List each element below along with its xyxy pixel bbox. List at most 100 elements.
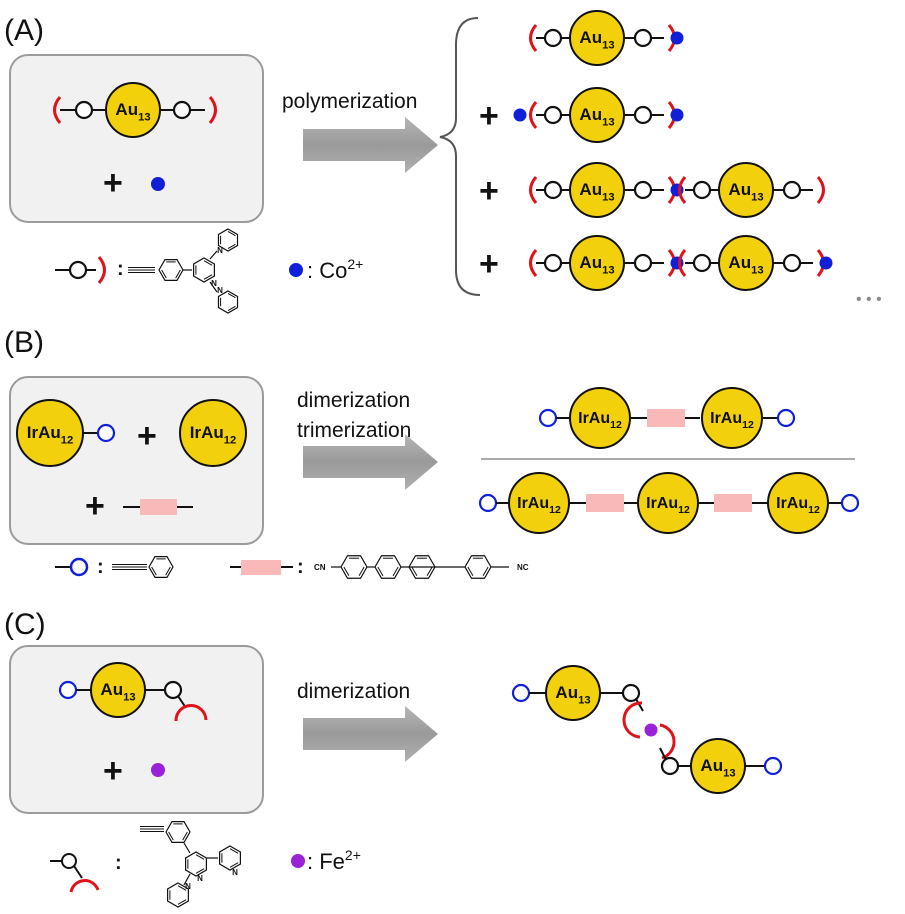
double-bond [377,566,384,577]
phenylacetylide-node [511,683,531,703]
process-label-trimerization: trimerization [297,419,411,442]
terpyridine-structure: NNN [128,228,239,314]
cluster-formula: IrAu12 [578,410,622,431]
reactant-box-a [9,54,264,223]
cobalt-legend-label: : Co2+ [307,256,363,283]
double-bond [227,305,236,312]
double-bond [177,899,187,905]
aromatic-ring [217,290,239,314]
iron-legend-label: : Fe2+ [307,847,361,874]
cluster-formula: IrAu12 [710,410,754,431]
cluster-formula: Au13 [100,680,135,703]
double-bond [203,274,213,280]
bond [635,698,644,712]
ring-node [172,100,192,120]
ring-node [692,253,712,273]
ring-node [543,105,563,125]
linker-bar [586,494,624,512]
bond [209,250,218,260]
phenylacetylide-node [840,493,860,513]
linker-legend-symbol [230,560,293,575]
phenylacetylide-node [478,493,498,513]
cluster-formula: Au13 [555,683,590,706]
double-bond [175,269,181,279]
phenylacetylide-symbol [55,557,89,577]
panel-b-label: (B) [4,326,44,359]
double-bond [195,854,205,860]
ring-node [163,680,183,700]
nitrogen-label: N [211,279,217,288]
phenylacetylide-node [776,408,796,428]
reaction-arrow [303,117,438,173]
ligand-legend-colon: : [117,258,124,280]
ring-node [633,180,653,200]
cobalt-ion [151,177,165,191]
terpyridine-arc-left [678,176,687,204]
terphenyl-diisocyanide-structure [331,555,509,579]
au13-mixed-ligand-reactant: Au13 [58,662,208,722]
iron-ion [151,763,165,777]
bond [209,281,218,293]
double-bond [227,292,236,299]
double-bond [358,566,365,577]
aromatic-ring [464,555,492,579]
nitrogen-label: N [217,286,223,295]
aromatic-ring [340,555,368,579]
phenylacetylide-node [538,408,558,428]
aromatic-ring [167,882,189,908]
aromatic-ring [374,555,402,579]
double-bond [426,566,433,577]
phenylacetylide-node [763,756,783,776]
cluster-formula: IrAu12 [517,495,561,516]
double-bond [227,243,236,250]
double-bond [151,566,157,576]
plus-sign: + [479,172,499,210]
nitrogen-label: N [232,868,238,877]
process-label-polymerization: polymerization [282,90,417,113]
double-bond [161,269,167,279]
reaction-arrow [303,706,438,762]
aromatic-ring [193,257,215,283]
metal-cluster-core [179,399,247,467]
double-bond [203,260,213,266]
double-bond [165,566,171,576]
process-label-dimerization: dimerization [297,389,410,412]
cobalt-ion [670,108,684,122]
double-bond [392,566,399,577]
nitrogen-label: N [185,882,191,891]
ellipsis: • • • [856,291,882,308]
cluster-formula: Au13 [728,180,763,203]
ring-node [660,756,680,776]
cluster-formula: Au13 [728,253,763,276]
meta-terpyridine-structure: NNN [140,821,241,908]
double-bond [229,848,239,854]
cn-left-label: CN [314,563,326,572]
ring-node [543,253,563,273]
cluster-formula: Au13 [579,253,614,276]
cluster-formula: IrAu12 [27,423,73,446]
linker-bar [714,494,752,512]
terpyridine-arc-right [97,256,106,284]
aromatic-ring [408,555,436,579]
plus-sign: + [479,245,499,283]
linker-bar [647,409,685,427]
ligand-legend-colon: : [115,852,122,874]
panel-a-label: (A) [4,14,44,47]
cobalt-legend-icon [289,263,303,277]
terpyridine-arc [659,723,676,760]
phenylacetylide-node [58,680,78,700]
terpyridine-arc-left [529,24,538,52]
nitrogen-label: N [217,246,223,255]
plus-sign: + [103,752,123,790]
cluster-formula: Au13 [700,756,735,779]
phenylacetylide-node [96,423,116,443]
product-brace [439,17,481,296]
cluster-formula: IrAu12 [190,423,236,446]
panel-c-label: (C) [4,608,46,641]
au13-bis-terpyridine-reactant: Au13 [53,82,217,138]
double-bond [343,566,350,577]
